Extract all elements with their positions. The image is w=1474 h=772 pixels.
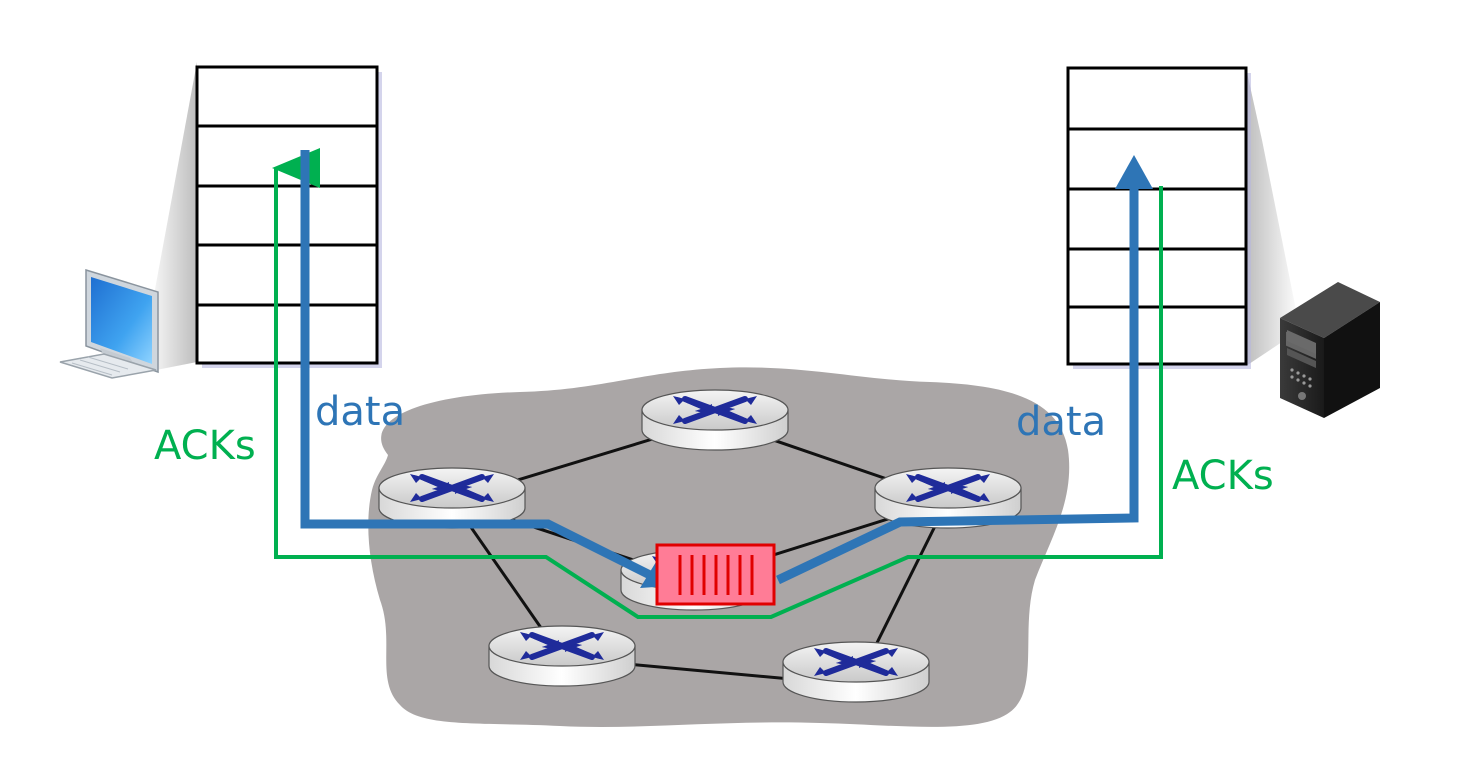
data-arrowhead-out bbox=[1115, 155, 1153, 189]
server-tower-icon bbox=[1280, 282, 1380, 418]
acks-label-receiver: ACKs bbox=[1172, 453, 1274, 499]
router-icon bbox=[642, 390, 788, 450]
router-icon bbox=[489, 626, 635, 686]
data-label-receiver: data bbox=[1016, 399, 1107, 445]
ack-path bbox=[272, 148, 1163, 619]
router-icon bbox=[379, 468, 525, 528]
data-path-in bbox=[300, 150, 653, 580]
router-buffer-queue bbox=[655, 543, 776, 606]
sender-buffer-stack bbox=[195, 65, 382, 368]
data-path-out bbox=[776, 185, 1139, 585]
data-label-sender: data bbox=[315, 389, 406, 435]
router-icon bbox=[783, 642, 929, 702]
receiver-view-beam bbox=[1246, 68, 1300, 366]
desktop-computer-icon bbox=[59, 268, 159, 379]
acks-label-sender: ACKs bbox=[154, 423, 256, 469]
